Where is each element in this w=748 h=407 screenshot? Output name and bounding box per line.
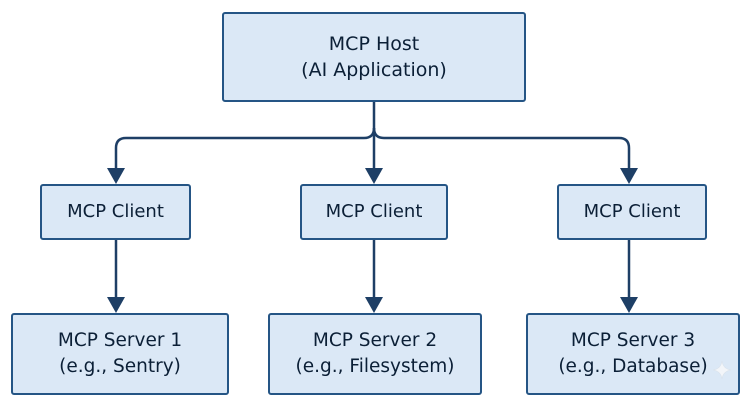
server-1-title: MCP Server 1 bbox=[57, 330, 183, 352]
sparkle-icon bbox=[712, 360, 732, 380]
host-stem-line bbox=[114, 102, 376, 168]
server-3-subtitle: (e.g., Database) bbox=[558, 356, 708, 377]
mcp-client-node-1: MCP Client bbox=[40, 184, 191, 240]
arrowhead-client-3 bbox=[620, 168, 638, 184]
arrowhead-client-1 bbox=[107, 168, 125, 184]
client-2-label: MCP Client bbox=[325, 200, 423, 222]
mcp-host-node: MCP Host (AI Application) bbox=[222, 12, 526, 102]
host-stem-right-line bbox=[372, 127, 631, 168]
mcp-client-node-2: MCP Client bbox=[300, 184, 448, 240]
arrowhead-server-2 bbox=[365, 297, 383, 313]
server-3-title: MCP Server 3 bbox=[570, 330, 696, 352]
arrowhead-client-2 bbox=[365, 168, 383, 184]
server-1-subtitle: (e.g., Sentry) bbox=[59, 356, 181, 377]
server-2-subtitle: (e.g., Filesystem) bbox=[295, 356, 455, 377]
mcp-server-node-1: MCP Server 1 (e.g., Sentry) bbox=[11, 313, 229, 395]
mcp-server-node-2: MCP Server 2 (e.g., Filesystem) bbox=[268, 313, 482, 395]
arrowhead-server-1 bbox=[107, 297, 125, 313]
host-subtitle: (AI Application) bbox=[301, 59, 447, 81]
client-1-label: MCP Client bbox=[67, 200, 164, 222]
mcp-client-node-3: MCP Client bbox=[557, 184, 707, 240]
client-3-label: MCP Client bbox=[583, 200, 681, 222]
arrowhead-server-3 bbox=[620, 297, 638, 313]
host-title: MCP Host bbox=[328, 32, 420, 55]
mcp-server-node-3: MCP Server 3 (e.g., Database) bbox=[526, 313, 740, 395]
server-2-title: MCP Server 2 bbox=[312, 330, 438, 352]
